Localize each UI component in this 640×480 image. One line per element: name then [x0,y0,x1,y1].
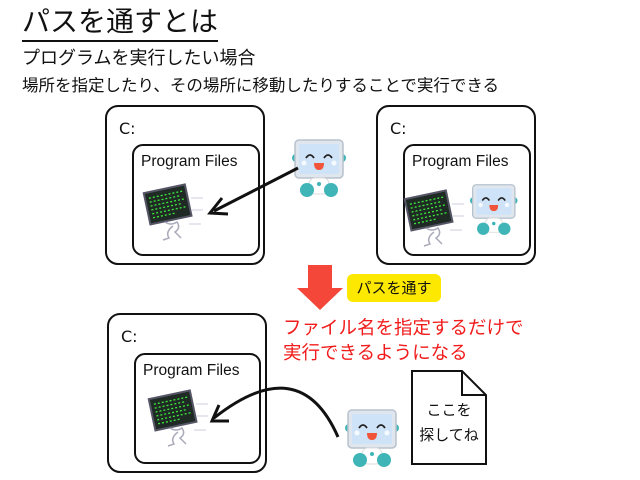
note-line-1: ここを [426,401,472,419]
description: 場所を指定したり、その場所に移動したりすることで実行できる [22,76,500,95]
drive-label: C: [390,119,407,138]
document-icon [411,370,487,465]
note-text: ここを 探してね [411,398,487,448]
result-line-1: ファイル名を指定するだけで [283,318,524,339]
note-line-2: 探してね [419,426,479,444]
folder-label: Program Files [412,153,509,170]
program-icon [142,183,204,241]
curved-arrow-icon [209,386,340,438]
path-badge: パスを通す [347,274,441,302]
subtitle: プログラムを実行したい場合 [22,48,256,69]
drive-label: C: [119,119,136,138]
result-text: ファイル名を指定するだけで 実行できるようになる [283,316,524,366]
robot-icon [291,139,347,198]
robot-icon [344,409,400,468]
program-icon [147,389,209,447]
robot-icon [469,183,519,236]
arrow-icon [207,166,299,216]
page-title: パスを通すとは [22,4,219,42]
drive-label: C: [121,327,138,346]
folder-label: Program Files [143,362,240,379]
folder-label: Program Files [141,153,238,170]
down-arrow-icon [297,265,343,310]
result-line-2: 実行できるようになる [283,343,468,364]
program-icon [403,189,465,247]
